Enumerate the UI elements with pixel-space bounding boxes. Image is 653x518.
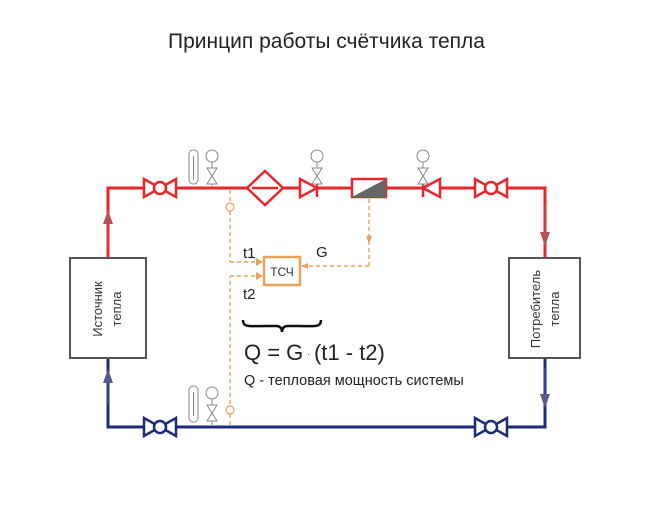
supply-valve-right	[473, 176, 509, 200]
thermometer-return-icon	[188, 385, 199, 423]
signal-arrows	[256, 236, 372, 280]
temperature-sensor-supply-icon	[225, 202, 235, 212]
temperature-sensor-return-icon	[225, 405, 235, 415]
diagram-title: Принцип работы счётчика тепла	[168, 30, 485, 53]
right-return-arrow	[540, 368, 550, 408]
t1-label: t1	[243, 245, 256, 262]
heat-source-box: Источник тепла	[69, 257, 147, 359]
gauge-supply-3-icon	[416, 149, 430, 186]
thermometer-supply-icon	[188, 149, 199, 185]
heat-meter-box: ТСЧ	[262, 255, 302, 287]
return-pipe	[106, 358, 547, 429]
formula-dot: ·	[307, 349, 310, 359]
left-supply-arrow	[103, 210, 113, 250]
formula: Q = G·(t1 - t2)	[244, 340, 385, 366]
t2-label: t2	[243, 286, 256, 303]
heat-consumer-box: Потребитель тепла	[508, 257, 581, 359]
curly-brace	[241, 319, 323, 333]
gauge-supply-1-icon	[205, 149, 219, 186]
formula-left: Q = G	[244, 340, 304, 365]
gauge-supply-2-icon	[310, 149, 324, 186]
gauge-return-icon	[205, 386, 219, 425]
formula-note: Q - тепловая мощность системы	[244, 373, 464, 389]
heat-consumer-label-1: Потребитель	[528, 270, 543, 348]
heat-consumer-label-2: тепла	[547, 291, 562, 327]
signal-lines	[229, 190, 370, 425]
heat-source-label-2: тепла	[109, 291, 124, 327]
return-valve-left	[142, 415, 178, 439]
g-label: G	[316, 244, 328, 261]
heat-meter-label: ТСЧ	[270, 265, 294, 279]
return-valve-right	[473, 415, 509, 439]
filter-icon	[245, 169, 285, 207]
formula-right: (t1 - t2)	[313, 340, 385, 365]
right-supply-arrow	[540, 205, 550, 246]
supply-valve-left	[142, 176, 178, 200]
left-return-arrow	[103, 369, 113, 405]
flow-meter-icon	[350, 177, 388, 199]
heat-source-label-1: Источник	[90, 281, 105, 337]
